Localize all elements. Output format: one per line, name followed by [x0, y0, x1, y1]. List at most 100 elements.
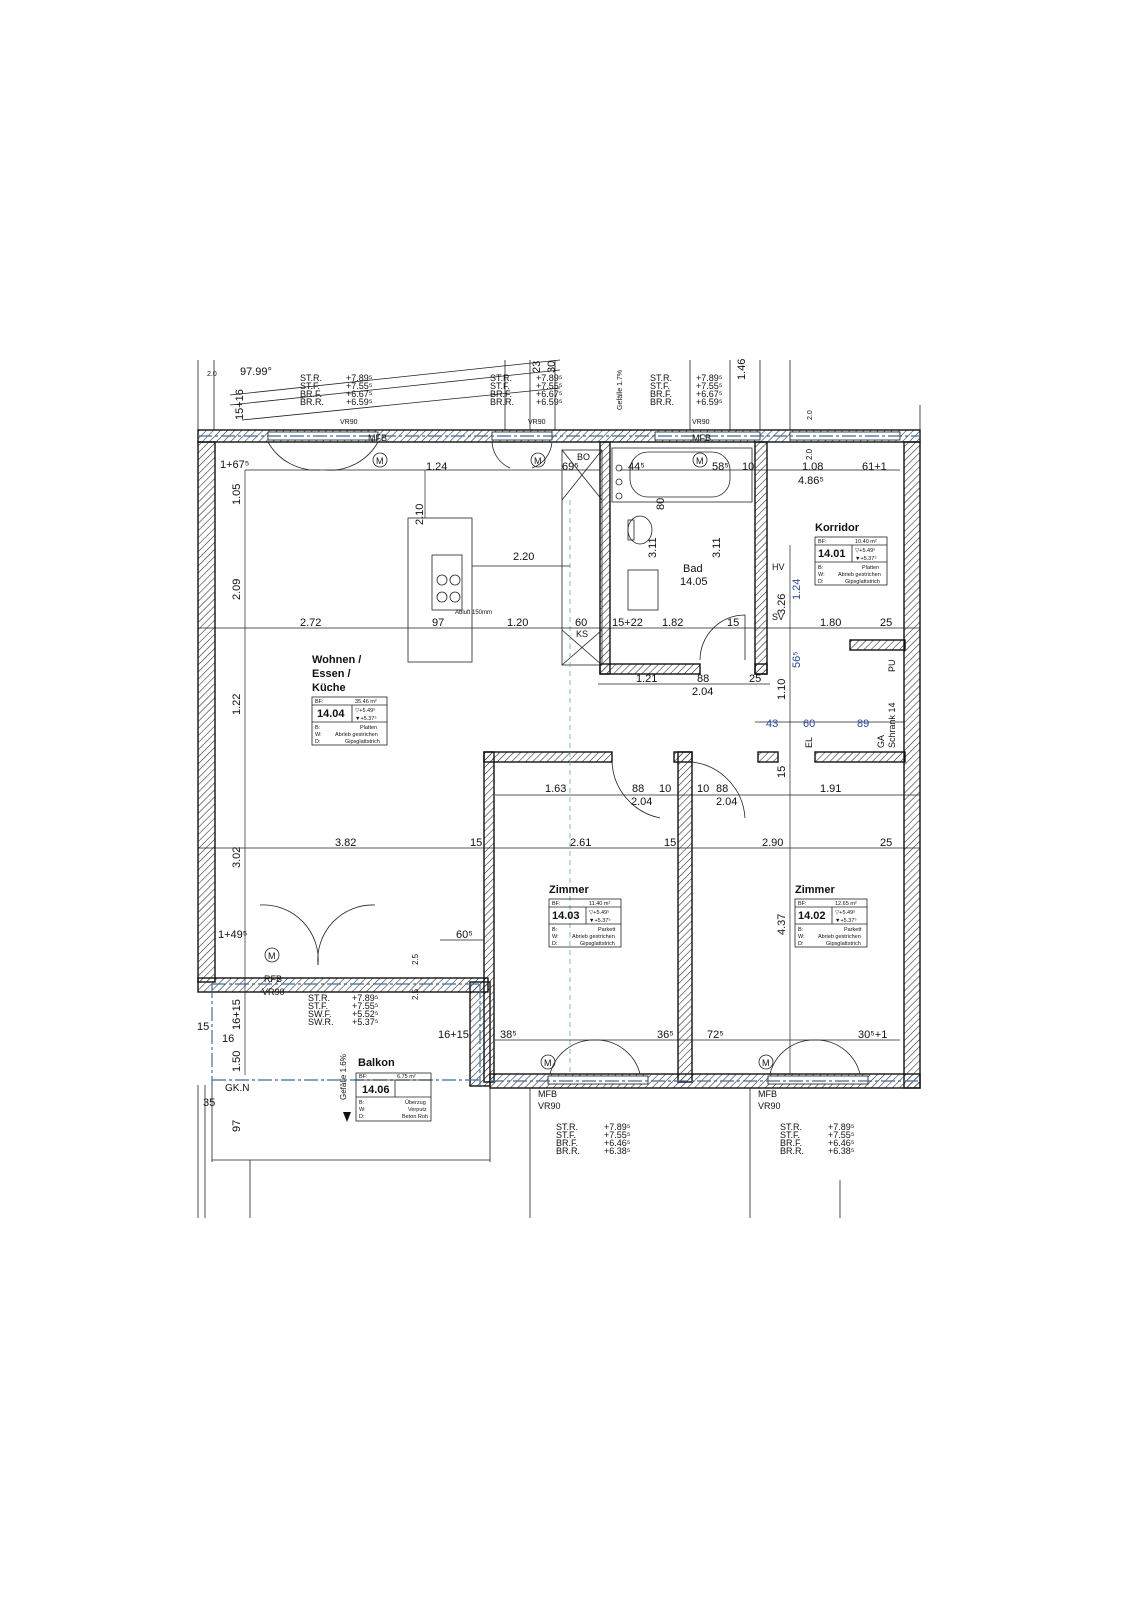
- dim-2-0-right: 2.0: [807, 410, 814, 420]
- svg-text:+6.59⁵: +6.59⁵: [536, 397, 563, 407]
- svg-text:ST.F.: ST.F.: [308, 1001, 328, 1011]
- gefaelle-top: Gefälle 1.7%: [617, 370, 624, 410]
- svg-text:80: 80: [655, 498, 667, 510]
- svg-text:1+49⁵: 1+49⁵: [218, 929, 247, 941]
- svg-text:W:: W:: [359, 1107, 366, 1113]
- svg-text:+6.59⁵: +6.59⁵: [346, 397, 373, 407]
- svg-text:60: 60: [575, 617, 587, 629]
- svg-text:+7.89⁵: +7.89⁵: [536, 373, 563, 383]
- svg-text:BF:: BF:: [798, 901, 807, 907]
- svg-text:2.61: 2.61: [570, 837, 591, 849]
- svg-text:61+1: 61+1: [862, 461, 887, 473]
- svg-text:Abrieb gestrichen: Abrieb gestrichen: [572, 934, 615, 940]
- kitchen: BO KS Abluft 150mm: [407, 449, 603, 1080]
- svg-text:1.10: 1.10: [776, 679, 788, 700]
- svg-text:12.65 m²: 12.65 m²: [835, 901, 857, 907]
- svg-text:1.63: 1.63: [545, 783, 566, 795]
- svg-text:+7.55⁵: +7.55⁵: [696, 381, 723, 391]
- room-number: 14.01: [818, 548, 846, 560]
- svg-text:Zimmer: Zimmer: [795, 884, 835, 896]
- svg-text:Parkett: Parkett: [598, 927, 616, 933]
- svg-text:+7.89⁵: +7.89⁵: [828, 1122, 855, 1132]
- svg-text:M: M: [696, 456, 704, 466]
- svg-text:+5.37⁵: +5.37⁵: [352, 1017, 379, 1027]
- svg-text:11.40 m²: 11.40 m²: [589, 901, 610, 907]
- svg-text:+6.67⁵: +6.67⁵: [346, 389, 373, 399]
- svg-text:1.24: 1.24: [791, 579, 803, 600]
- dim-23: 23: [531, 361, 543, 373]
- svg-text:36⁵: 36⁵: [657, 1029, 674, 1041]
- svg-text:+6.67⁵: +6.67⁵: [696, 389, 723, 399]
- svg-text:35.46 m²: 35.46 m²: [355, 699, 377, 705]
- svg-text:W:: W:: [798, 934, 805, 940]
- svg-text:SW.R.: SW.R.: [308, 1017, 334, 1027]
- svg-text:38⁵: 38⁵: [500, 1029, 517, 1041]
- svg-text:BF:: BF:: [315, 699, 324, 705]
- svg-text:ST.F.: ST.F.: [300, 381, 320, 391]
- svg-text:15: 15: [197, 1021, 209, 1033]
- svg-text:+6.38⁵: +6.38⁵: [828, 1146, 855, 1156]
- svg-text:Bad: Bad: [683, 563, 703, 575]
- svg-text:Abrieb gestrichen: Abrieb gestrichen: [818, 934, 861, 940]
- svg-text:10.40 m²: 10.40 m²: [855, 539, 877, 545]
- svg-text:Gipsglattstrich: Gipsglattstrich: [826, 941, 861, 947]
- svg-text:Küche: Küche: [312, 682, 346, 694]
- svg-text:16+15: 16+15: [438, 1029, 469, 1041]
- svg-text:3.26: 3.26: [776, 594, 788, 615]
- svg-text:1+67⁵: 1+67⁵: [220, 459, 249, 471]
- level-block: ST.R.+7.89⁵ ST.F.+7.55⁵ BR.F.+6.67⁵ BR.R…: [490, 373, 563, 407]
- svg-text:2.20: 2.20: [513, 551, 534, 563]
- svg-text:25: 25: [880, 837, 892, 849]
- svg-text:BF:: BF:: [552, 901, 561, 907]
- svg-text:D:: D:: [315, 739, 321, 745]
- mfb-label: MFB: [368, 433, 387, 443]
- vr90-label: VR90: [528, 419, 546, 426]
- svg-text:ST.R.: ST.R.: [490, 373, 512, 383]
- svg-text:25: 25: [880, 617, 892, 629]
- svg-text:16+15: 16+15: [231, 999, 243, 1030]
- room-number: 14.04: [317, 708, 345, 720]
- svg-text:BR.F.: BR.F.: [780, 1138, 802, 1148]
- svg-text:ST.R.: ST.R.: [556, 1122, 578, 1132]
- mfb-label: MFB: [538, 1089, 557, 1099]
- svg-text:1.21: 1.21: [636, 673, 657, 685]
- svg-text:M: M: [534, 456, 542, 466]
- svg-text:16: 16: [222, 1033, 234, 1045]
- svg-text:ST.R.: ST.R.: [780, 1122, 802, 1132]
- room-bad: Bad 14.05: [680, 563, 708, 588]
- svg-text:M: M: [762, 1058, 770, 1068]
- svg-text:Essen /: Essen /: [312, 668, 351, 680]
- svg-text:43: 43: [766, 718, 778, 730]
- svg-text:4.86⁵: 4.86⁵: [798, 475, 824, 487]
- svg-text:+7.55⁵: +7.55⁵: [346, 381, 373, 391]
- dim-30: 30: [546, 361, 558, 373]
- svg-text:EL: EL: [804, 737, 814, 748]
- svg-text:ST.R.: ST.R.: [650, 373, 672, 383]
- svg-text:Beton Roh: Beton Roh: [402, 1114, 428, 1120]
- svg-text:3.02: 3.02: [231, 847, 243, 868]
- ks-label: KS: [576, 629, 588, 639]
- svg-text:D:: D:: [552, 941, 558, 947]
- svg-text:1.05: 1.05: [231, 484, 243, 505]
- svg-text:60⁵: 60⁵: [456, 929, 473, 941]
- svg-text:60: 60: [803, 718, 815, 730]
- svg-text:BR.F.: BR.F.: [490, 389, 512, 399]
- svg-text:2.72: 2.72: [300, 617, 321, 629]
- svg-text:▽+5.49⁵: ▽+5.49⁵: [835, 909, 855, 916]
- svg-text:15+22: 15+22: [612, 617, 643, 629]
- svg-text:+7.89⁵: +7.89⁵: [346, 373, 373, 383]
- svg-text:PU: PU: [887, 659, 897, 672]
- svg-text:15: 15: [727, 617, 739, 629]
- svg-text:D:: D:: [798, 941, 804, 947]
- svg-text:ST.F.: ST.F.: [780, 1130, 800, 1140]
- svg-text:▼+5.37⁵: ▼+5.37⁵: [835, 917, 857, 924]
- svg-text:▼+5.37⁵: ▼+5.37⁵: [855, 555, 877, 562]
- svg-text:10: 10: [659, 783, 671, 795]
- svg-text:M: M: [268, 951, 276, 961]
- dim-2-0-top: 2.0: [207, 371, 217, 378]
- svg-text:M: M: [376, 456, 384, 466]
- svg-text:ST.R.: ST.R.: [308, 993, 330, 1003]
- vr90-label: VR90: [538, 1101, 561, 1111]
- svg-text:4.37: 4.37: [776, 914, 788, 935]
- svg-text:+6.59⁵: +6.59⁵: [696, 397, 723, 407]
